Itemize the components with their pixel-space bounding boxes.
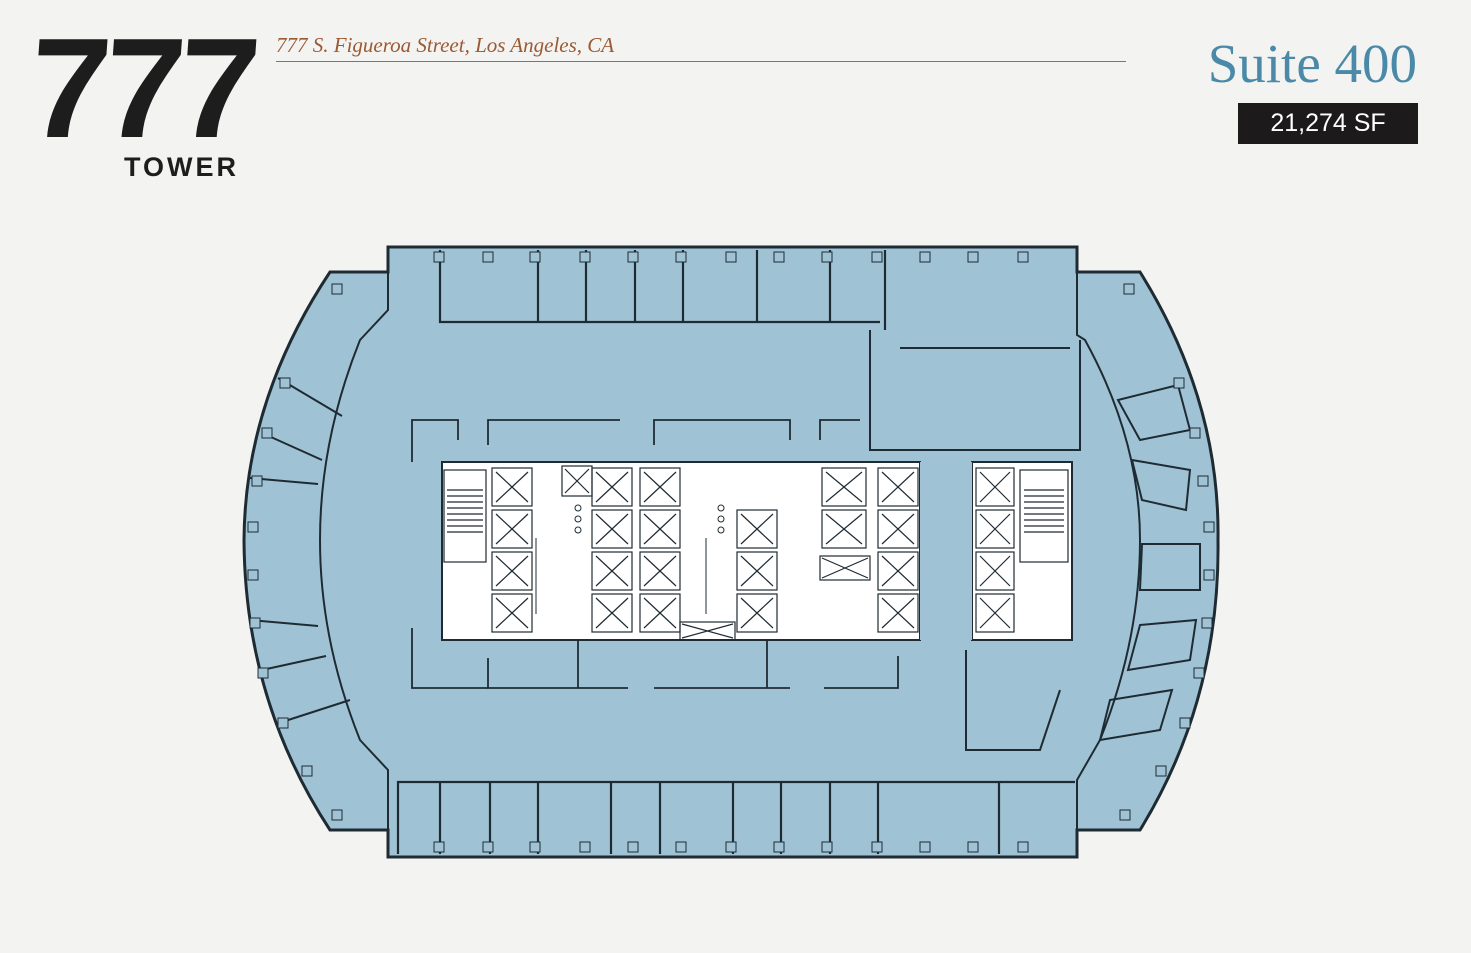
building-core <box>441 461 921 641</box>
stair-east <box>1019 469 1069 563</box>
core-corridor-walls <box>411 419 899 689</box>
suite-area-badge: 21,274 SF <box>1238 103 1418 144</box>
header-divider <box>276 61 1126 62</box>
east-offices <box>869 272 1201 830</box>
elevator-bank <box>491 465 1015 641</box>
building-logo: 777 TOWER <box>24 9 264 182</box>
logo-word: TOWER <box>124 152 239 182</box>
building-address: 777 S. Figueroa Street, Los Angeles, CA <box>276 33 615 57</box>
suite-title: Suite 400 <box>1207 33 1417 94</box>
stair-west <box>443 469 487 563</box>
restroom-fixtures <box>535 504 725 614</box>
window-mullions <box>247 251 1215 853</box>
